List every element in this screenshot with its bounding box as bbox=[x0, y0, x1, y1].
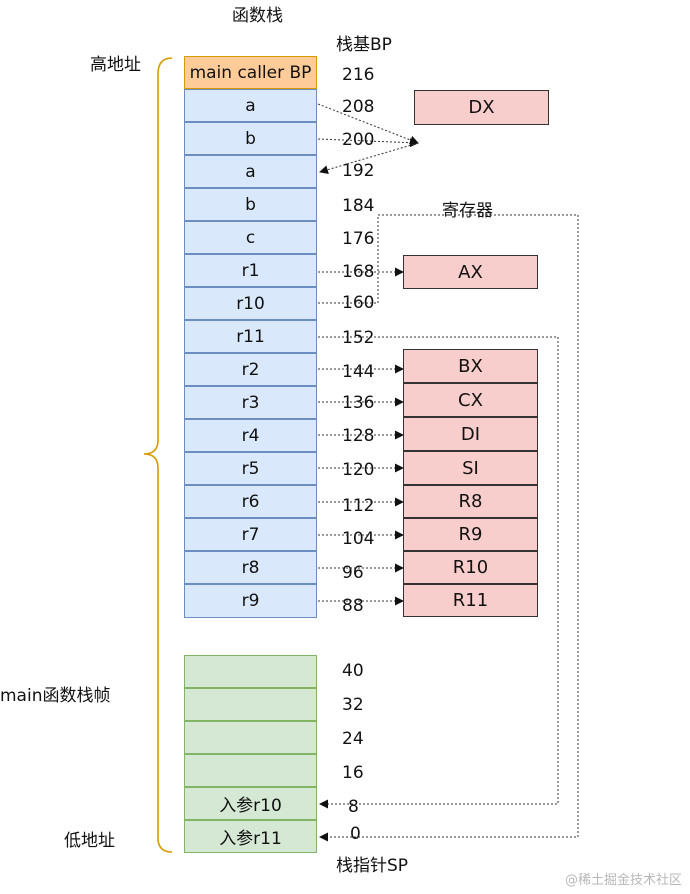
stack-cell-r10: r10 bbox=[184, 287, 317, 320]
arrow-r11-to-arg bbox=[318, 336, 559, 809]
stack-cell-b-2: b bbox=[184, 188, 317, 221]
stack-address: 8 bbox=[348, 797, 359, 817]
stack-cell-b: b bbox=[184, 122, 317, 155]
stack-cell-r3: r3 bbox=[184, 386, 317, 419]
stack-address: 88 bbox=[342, 596, 364, 616]
stack-cell-r8: r8 bbox=[184, 551, 317, 584]
lower-stack-cell bbox=[184, 754, 317, 787]
register-bx: BX bbox=[403, 349, 538, 383]
register-di: DI bbox=[403, 417, 538, 451]
high-address-label: 高地址 bbox=[90, 55, 141, 75]
arrow-a-to-dx bbox=[317, 103, 419, 145]
diagram-title: 函数栈 bbox=[232, 6, 283, 26]
stack-address: 16 bbox=[342, 763, 364, 783]
stack-address: 200 bbox=[342, 130, 375, 150]
stack-address: 136 bbox=[342, 393, 375, 413]
register-dx: DX bbox=[414, 90, 549, 125]
stack-pointer-sp-label: 栈指针SP bbox=[336, 856, 409, 876]
frame-brace bbox=[143, 57, 173, 853]
stack-address: 32 bbox=[342, 695, 364, 715]
stack-address: 120 bbox=[342, 460, 375, 480]
stack-cell-c: c bbox=[184, 221, 317, 254]
register-cx: CX bbox=[403, 383, 538, 417]
stack-cell-r2: r2 bbox=[184, 353, 317, 386]
stack-cell-r11: r11 bbox=[184, 320, 317, 353]
main-frame-label: main函数栈帧 bbox=[0, 686, 111, 706]
stack-address: 184 bbox=[342, 196, 375, 216]
stack-cell-r1: r1 bbox=[184, 254, 317, 287]
arrow-r10-to-arg bbox=[318, 214, 579, 842]
stack-cell-arg-r11: 入参r11 bbox=[184, 820, 317, 853]
stack-cell-r6: r6 bbox=[184, 485, 317, 518]
register-r8: R8 bbox=[403, 485, 538, 518]
stack-address: 40 bbox=[342, 661, 364, 681]
stack-address: 144 bbox=[342, 362, 375, 382]
register-si: SI bbox=[403, 451, 538, 485]
stack-address: 0 bbox=[350, 824, 361, 844]
low-address-label: 低地址 bbox=[64, 831, 115, 851]
lower-stack-cell bbox=[184, 655, 317, 688]
stack-address: 128 bbox=[342, 426, 375, 446]
stack-address: 96 bbox=[342, 563, 364, 583]
lower-stack-cell bbox=[184, 688, 317, 721]
stack-address: 176 bbox=[342, 229, 375, 249]
stack-address: 152 bbox=[342, 328, 375, 348]
stack-cell-a: a bbox=[184, 89, 317, 122]
stack-cell-r7: r7 bbox=[184, 518, 317, 551]
register-r9: R9 bbox=[403, 518, 538, 551]
stack-address: 208 bbox=[342, 97, 375, 117]
stack-cell-r5: r5 bbox=[184, 452, 317, 485]
stack-cell-r9: r9 bbox=[184, 584, 317, 618]
stack-address: 216 bbox=[342, 65, 375, 85]
register-r10: R10 bbox=[403, 551, 538, 584]
stack-cell-arg-r10: 入参r10 bbox=[184, 787, 317, 820]
stack-address: 24 bbox=[342, 729, 364, 749]
stack-cell-a-2: a bbox=[184, 155, 317, 188]
stack-base-bp-label: 栈基BP bbox=[336, 35, 392, 55]
watermark: @稀土掘金技术社区 bbox=[564, 873, 682, 888]
register-r11: R11 bbox=[403, 584, 538, 617]
stack-cell-main-caller-bp: main caller BP bbox=[184, 56, 317, 89]
stack-address: 192 bbox=[342, 161, 375, 181]
arrow-dx-to-a bbox=[319, 142, 419, 175]
stack-cell-r4: r4 bbox=[184, 419, 317, 452]
arrow-b-to-dx bbox=[317, 138, 419, 148]
lower-stack-cell bbox=[184, 721, 317, 754]
